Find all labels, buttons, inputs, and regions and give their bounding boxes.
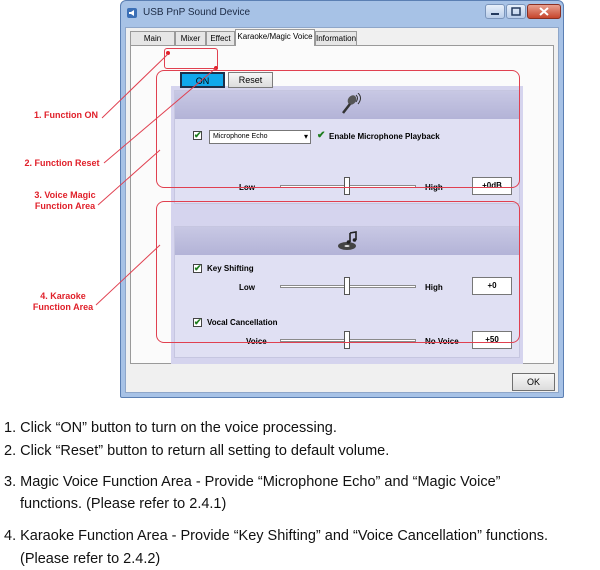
no-voice-label: No Voice <box>425 337 459 346</box>
window-title: USB PnP Sound Device <box>143 7 251 18</box>
echo-value-box: +0dB <box>472 177 512 195</box>
voice-label: Voice <box>246 337 267 346</box>
note-2: 2. Click “Reset” button to return all se… <box>4 443 390 459</box>
checkmark-icon[interactable]: ✔ <box>317 130 326 141</box>
key-high-label: High <box>425 283 443 292</box>
key-value-box: +0 <box>472 277 512 295</box>
vocal-value-box: +50 <box>472 331 512 349</box>
note-3: 3. Magic Voice Function Area - Provide “… <box>4 474 501 490</box>
microphone-icon <box>337 92 361 122</box>
enable-microphone-playback-label[interactable]: Enable Microphone Playback <box>329 132 440 141</box>
callout-voice-magic: 3. Voice Magic <box>34 190 96 200</box>
callout-lines <box>95 53 217 306</box>
on-highlight <box>164 48 218 69</box>
note-4: 4. Karaoke Function Area - Provide “Key … <box>4 528 549 544</box>
tab-effect[interactable]: Effect <box>206 31 235 45</box>
voice-magic-checkbox[interactable]: ✔ <box>193 130 202 140</box>
minimize-button[interactable] <box>485 4 505 19</box>
key-shifting-label: Key Shifting <box>207 264 254 273</box>
tab-karaoke-magic-voice[interactable]: Karaoke/Magic Voice <box>235 29 315 46</box>
on-marker <box>166 51 170 55</box>
callout-karaoke: 4. Karaoke <box>40 291 86 301</box>
callout-karaoke-area: Function Area <box>32 302 94 312</box>
chevron-down-icon: ▾ <box>303 132 308 141</box>
key-slider-thumb[interactable] <box>344 277 350 295</box>
note-3-cont: functions. (Please refer to 2.4.1) <box>20 496 227 512</box>
window-client-area: Main Setting Mixer Effect Karaoke/Magic … <box>125 27 559 393</box>
note-4-cont: (Please refer to 2.4.2) <box>20 551 161 567</box>
tab-information[interactable]: Information <box>315 31 357 45</box>
tab-page: ON Reset ✔ Microphone Echo ▾ ✔ <box>130 46 554 364</box>
title-bar[interactable]: USB PnP Sound Device <box>121 1 563 25</box>
vocal-slider-thumb[interactable] <box>344 331 350 349</box>
music-disc-icon <box>337 230 359 257</box>
ok-button[interactable]: OK <box>512 373 555 391</box>
speaker-icon <box>126 6 138 18</box>
close-icon <box>539 7 549 16</box>
vocal-cancellation-label: Vocal Cancellation <box>207 318 278 327</box>
tab-mixer[interactable]: Mixer <box>175 31 206 45</box>
tab-divider <box>130 45 554 46</box>
callout-function-reset: 2. Function Reset <box>24 158 100 168</box>
voice-magic-highlight <box>156 70 520 188</box>
voice-effect-dropdown[interactable]: Microphone Echo ▾ <box>209 130 311 144</box>
sound-device-window: USB PnP Sound Device Main Setting Mixer … <box>120 0 564 398</box>
karaoke-highlight <box>156 201 520 343</box>
vocal-cancellation-checkbox[interactable]: ✔ <box>193 317 202 327</box>
karaoke-area: ✔ Key Shifting Low High +0 ✔ Vocal Cance… <box>174 226 520 358</box>
callout-voice-magic-area: Function Area <box>34 201 96 211</box>
voice-effect-value: Microphone Echo <box>213 133 268 140</box>
voice-magic-header <box>175 91 519 119</box>
note-1: 1. Click “ON” button to turn on the voic… <box>4 420 337 436</box>
echo-slider-thumb[interactable] <box>344 177 350 195</box>
karaoke-header <box>175 227 519 255</box>
close-button[interactable] <box>527 4 561 19</box>
callout-function-on: 1. Function ON <box>34 110 98 120</box>
voice-magic-area: ✔ Microphone Echo ▾ ✔ Enable Microphone … <box>174 90 520 204</box>
key-low-label: Low <box>239 283 255 292</box>
reset-button[interactable]: Reset <box>228 72 273 88</box>
maximize-button[interactable] <box>506 4 526 19</box>
key-shifting-checkbox[interactable]: ✔ <box>193 263 202 273</box>
